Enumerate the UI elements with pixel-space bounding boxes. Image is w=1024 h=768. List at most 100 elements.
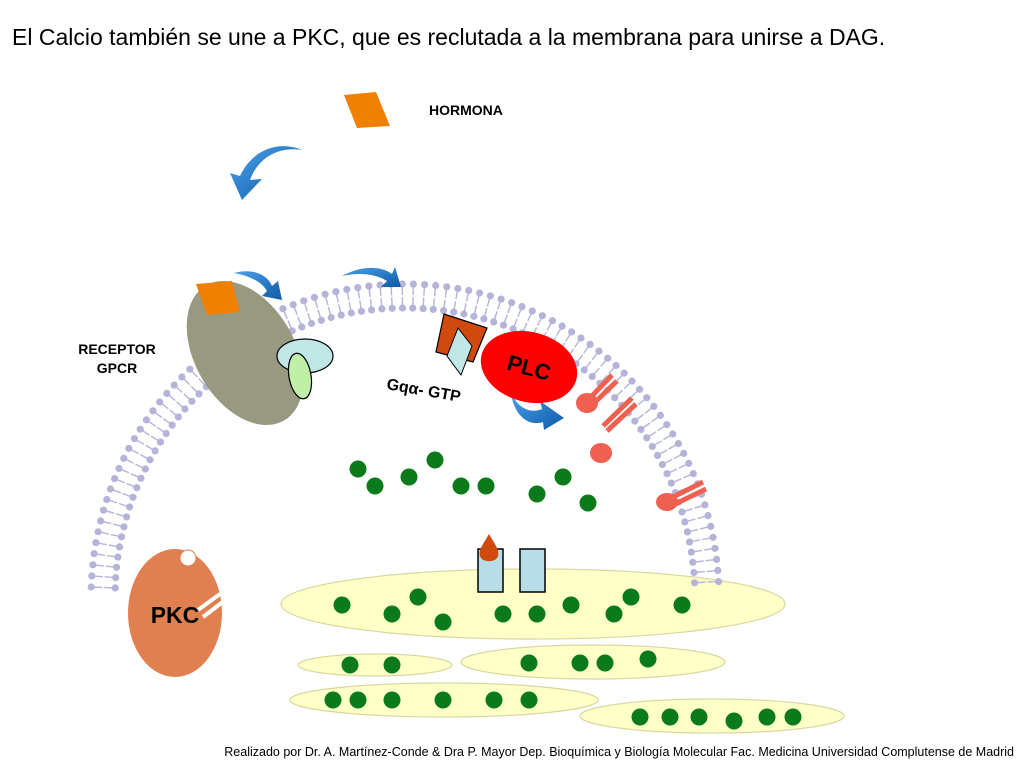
dag-molecules <box>576 373 708 511</box>
pkc-label: PKC <box>151 602 200 628</box>
lipid-tail <box>463 303 467 315</box>
lipid-tail <box>666 468 678 475</box>
lipid-tail <box>512 318 518 330</box>
calcium-ion-icon <box>528 605 546 623</box>
lipid-tail <box>681 508 693 513</box>
lipid-tail <box>465 290 470 302</box>
lipid-tail <box>369 298 373 310</box>
calcium-ion-icon <box>554 468 572 486</box>
lipid-tail <box>687 528 699 533</box>
lipid-tail <box>134 438 145 445</box>
lipid-head <box>136 425 144 433</box>
plc-enzyme: PLC <box>480 330 578 404</box>
lipid-head <box>568 328 576 336</box>
lipid-tail <box>591 367 600 377</box>
lipid-tail <box>483 308 488 320</box>
curved-arrow-icon <box>234 271 282 300</box>
lipid-tail <box>583 343 591 354</box>
lipid-tail <box>380 297 383 309</box>
calcium-ion-icon <box>426 451 444 469</box>
lipid-head <box>117 533 126 541</box>
lipid-tail <box>673 452 685 460</box>
lipid-head <box>689 470 697 478</box>
lipid-tail <box>97 531 109 535</box>
lipid-tail <box>338 304 342 316</box>
lipid-tail <box>634 413 644 422</box>
lipid-tail <box>546 320 554 331</box>
calcium-ion-icon <box>661 708 679 726</box>
calcium-ion-icon <box>349 691 367 709</box>
ip3-channel <box>477 534 546 593</box>
lipid-tail <box>651 414 661 423</box>
lipid-tail <box>678 462 689 469</box>
lipid-tail <box>422 297 425 309</box>
calcium-ion-icon <box>690 708 708 726</box>
lipid-tail <box>181 376 191 386</box>
lipid-tail <box>317 309 322 321</box>
lipid-tail <box>118 467 130 474</box>
lipid-tail <box>313 297 319 309</box>
lipid-tail <box>287 320 293 332</box>
calcium-ion-icon <box>571 654 589 672</box>
curved-arrow-icon <box>511 393 564 430</box>
lipid-tail <box>324 294 329 306</box>
curved-arrow-icon <box>342 267 401 287</box>
lipid-tail <box>637 397 648 406</box>
gpcr-receptor <box>186 280 334 426</box>
lipid-tail <box>623 380 633 390</box>
lipid-tail <box>156 426 167 435</box>
lipid-tail <box>432 298 436 310</box>
lipid-tail <box>646 431 657 439</box>
lipid-tail <box>657 449 668 457</box>
calcium-ion-icon <box>673 596 691 614</box>
gtp-icon <box>446 327 473 377</box>
lipid-tail <box>575 354 584 365</box>
lipid-tail <box>348 302 352 314</box>
lipid-tail <box>662 458 673 466</box>
lipid-tail <box>118 502 130 508</box>
lipid-tail <box>689 539 701 543</box>
calcium-ion-icon <box>383 691 401 709</box>
calcium-ion-icon <box>758 708 776 726</box>
lipid-tail <box>357 287 361 299</box>
calcium-ion-icon <box>520 654 538 672</box>
lipid-tail <box>423 284 426 296</box>
lipid-tail <box>103 509 115 514</box>
lipid-tail <box>173 384 183 394</box>
lipid-tail <box>507 302 513 314</box>
lipid-tail <box>359 300 363 312</box>
lipid-tail <box>663 433 674 441</box>
lipid-tail <box>614 389 624 399</box>
lipid-tail <box>135 463 146 470</box>
lipid-tail <box>169 409 179 418</box>
lipid-tail <box>176 401 186 410</box>
calcium-ion-icon <box>579 494 597 512</box>
plasma-membrane <box>87 280 723 592</box>
lipid-head <box>691 579 699 587</box>
endoplasmic-reticulum <box>280 568 845 734</box>
lipid-tail <box>130 473 142 479</box>
lipid-tail <box>335 291 339 303</box>
lipid-tail <box>150 435 161 443</box>
lipid-tail <box>697 514 709 520</box>
calcium-ions <box>324 451 802 730</box>
lipid-tail <box>123 457 134 464</box>
lipid-tail <box>145 444 156 452</box>
lipid-head <box>707 522 715 531</box>
ip3-ligand-icon <box>479 534 499 562</box>
lipid-tail <box>391 297 393 309</box>
lipid-tail <box>110 533 122 538</box>
lipid-tail <box>706 569 718 573</box>
receptor-label-line1: RECEPTOR <box>78 341 156 357</box>
lipid-tail <box>608 365 617 375</box>
lipid-tail <box>162 418 173 426</box>
lipid-tail <box>159 401 169 410</box>
calcium-ion-icon <box>477 477 495 495</box>
lipid-tail <box>682 472 694 479</box>
lipid-tail <box>92 564 104 567</box>
lipid-tail <box>693 570 705 574</box>
lipid-tail <box>297 316 303 328</box>
calcium-ion-icon <box>383 605 401 623</box>
lipid-tail <box>502 314 508 326</box>
